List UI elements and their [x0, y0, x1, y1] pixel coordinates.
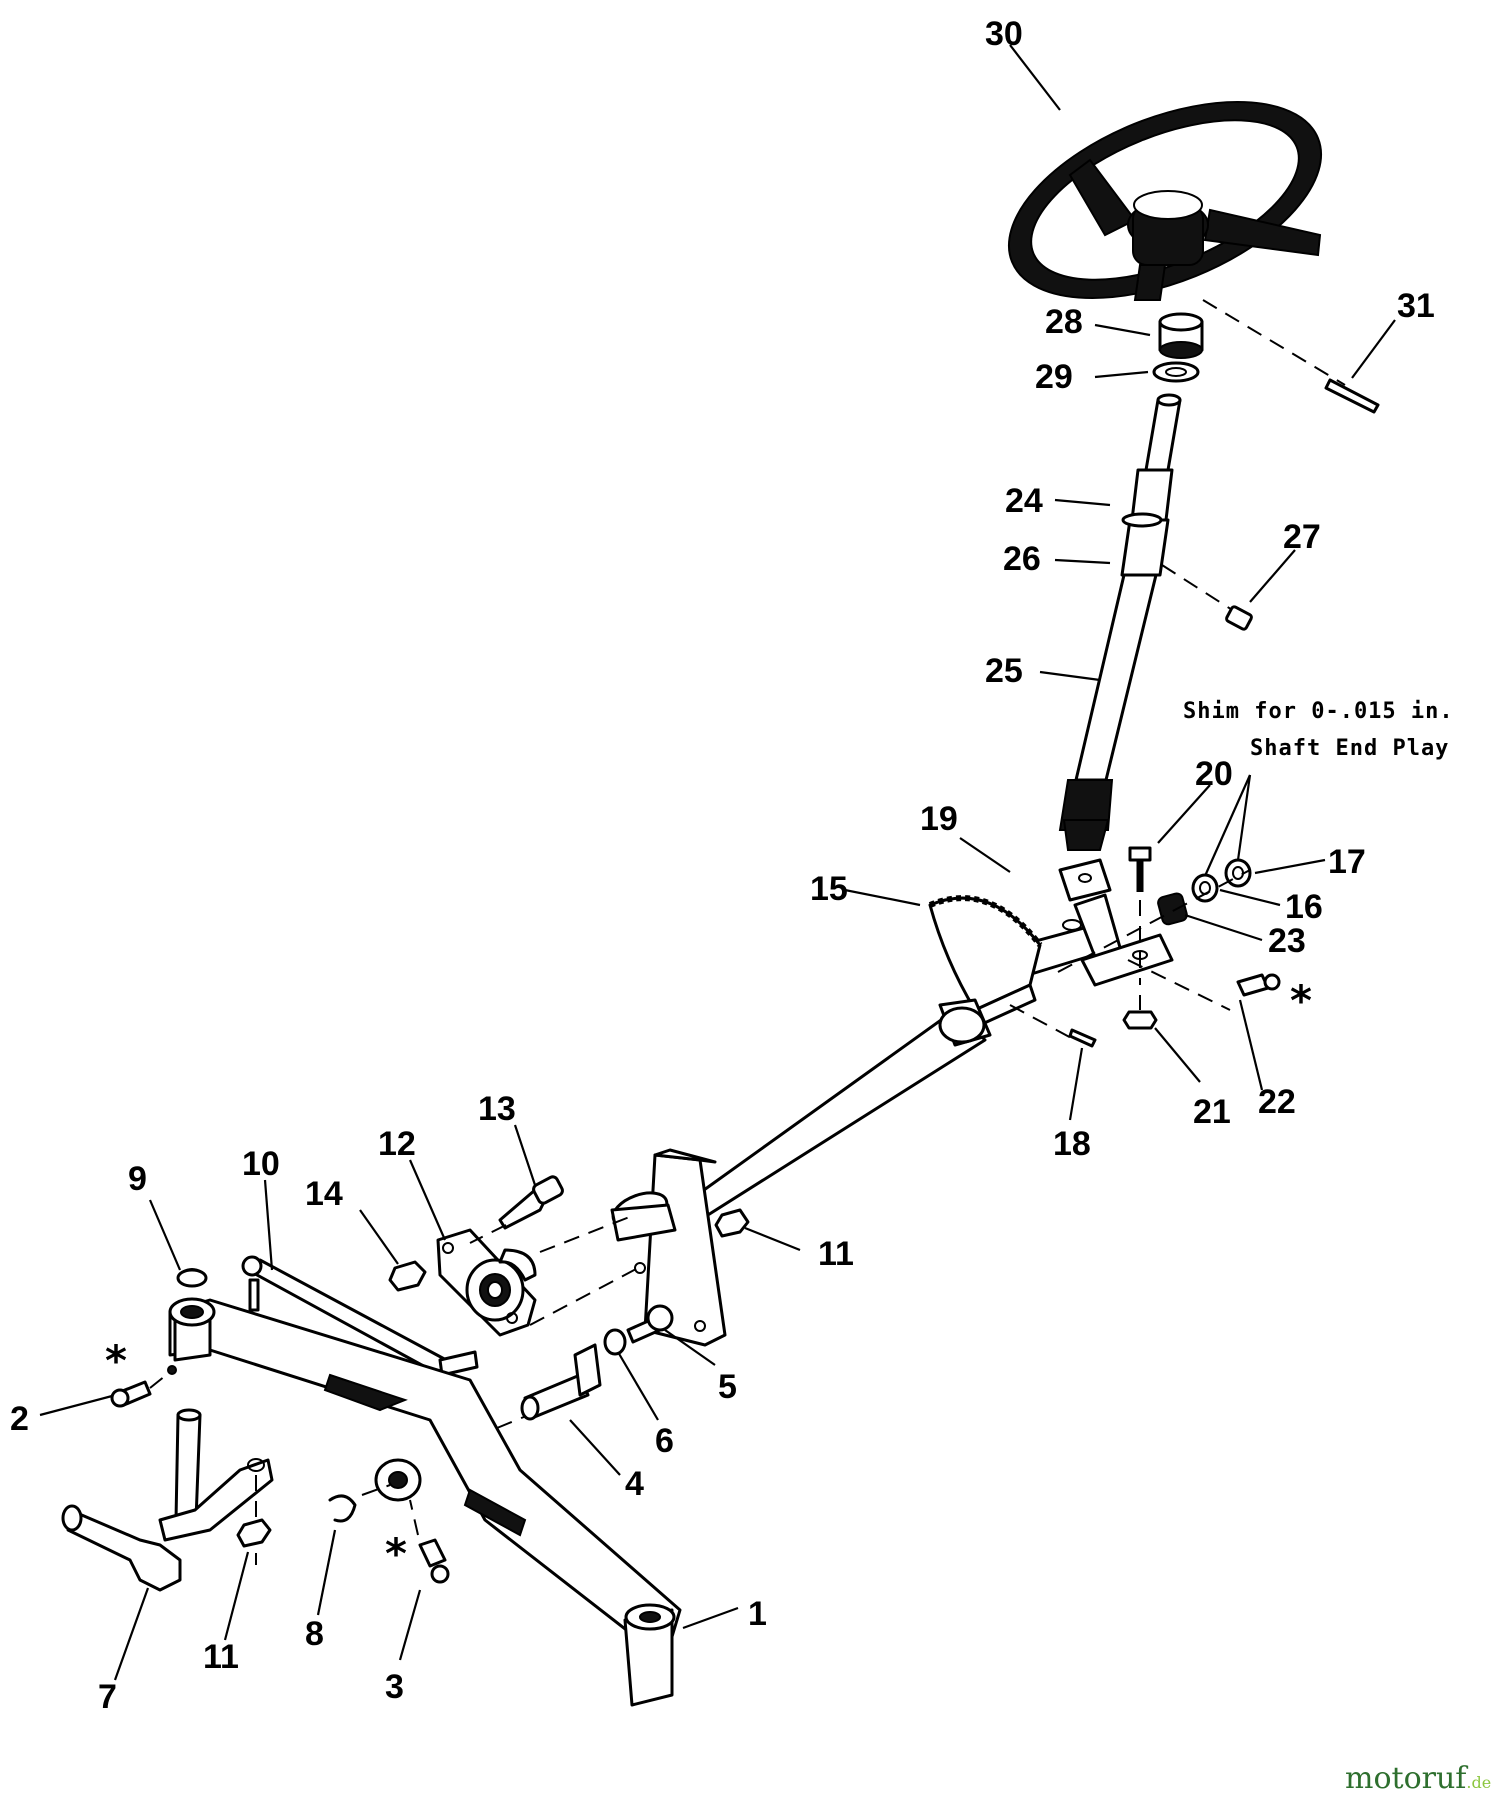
nut-21: [1122, 995, 1158, 1030]
label-7: 7: [98, 1678, 117, 1716]
label-31: 31: [1397, 287, 1435, 325]
grease-fitting-2: [110, 1371, 171, 1408]
svg-text:motoruf.de: motoruf.de: [1345, 1761, 1491, 1796]
label-17: 17: [1328, 843, 1366, 881]
label-19: 19: [920, 800, 958, 838]
part-number-labels: 30 28 29 31 24 26 27 25 Shim for 0-.015 …: [10, 15, 1454, 1716]
pitman-arm-plate: [610, 1148, 727, 1347]
label-2: 2: [10, 1400, 29, 1438]
label-11-upper: 11: [818, 1235, 854, 1273]
label-15: 15: [810, 870, 848, 908]
label-21: 21: [1193, 1093, 1231, 1131]
label-8: 8: [305, 1615, 324, 1653]
leader-lines: [39, 44, 1396, 1681]
label-29: 29: [1035, 358, 1073, 396]
cotter-pin-18: [1009, 1004, 1097, 1048]
spindle-7: [61, 1408, 274, 1592]
label-12: 12: [378, 1125, 416, 1163]
washer-6: [603, 1328, 627, 1356]
label-22: 22: [1258, 1083, 1296, 1121]
washer-29: [1152, 361, 1200, 383]
label-30: 30: [985, 15, 1023, 53]
front-axle-1: [167, 1297, 682, 1707]
label-26: 26: [1003, 540, 1041, 578]
label-24: 24: [1005, 482, 1043, 520]
shim-note-line1: Shim for 0-.015 in.: [1183, 699, 1454, 724]
drag-shaft: [688, 998, 992, 1222]
watermark-suffix: .de: [1466, 1773, 1491, 1792]
label-18: 18: [1053, 1125, 1091, 1163]
label-23: 23: [1268, 922, 1306, 960]
label-9: 9: [128, 1160, 147, 1198]
clip-9: [176, 1268, 208, 1288]
grease-fitting-3: [409, 1499, 450, 1584]
watermark-logo: motoruf.de: [1345, 1761, 1491, 1796]
steering-wheel: [1007, 101, 1323, 301]
label-13: 13: [478, 1090, 516, 1128]
label-20: 20: [1195, 755, 1233, 793]
label-14: 14: [305, 1175, 343, 1213]
drag-link-10: [241, 1255, 479, 1377]
label-10: 10: [242, 1145, 280, 1183]
watermark-brand-part1: motor: [1345, 1761, 1437, 1796]
shim-note-line2: Shaft End Play: [1250, 736, 1449, 761]
nut-11-lower: [236, 1518, 272, 1548]
label-11-lower: 11: [203, 1638, 239, 1676]
shim-16: [1191, 873, 1219, 903]
clip-8: [328, 1484, 391, 1523]
label-28: 28: [1045, 303, 1083, 341]
pin-4: [520, 1343, 602, 1421]
label-16: 16: [1285, 888, 1323, 926]
bushing-23: [1157, 892, 1188, 926]
watermark-brand-part2: uf: [1436, 1761, 1468, 1796]
roll-pin-31: [1202, 299, 1380, 414]
label-6: 6: [655, 1422, 674, 1460]
label-4: 4: [625, 1465, 644, 1503]
grease-marker-22: *: [1290, 976, 1312, 1025]
bolt-13: [469, 1175, 564, 1244]
nut-11-upper: [714, 1208, 750, 1238]
label-27: 27: [1283, 518, 1321, 556]
grease-marker-3: *: [385, 1529, 407, 1578]
flange-bearing-12: [436, 1228, 537, 1337]
steering-shaft: [1058, 393, 1182, 851]
label-5: 5: [718, 1368, 737, 1406]
label-1: 1: [748, 1595, 767, 1633]
bushing-28: [1158, 312, 1204, 359]
label-3: 3: [385, 1668, 404, 1706]
bolt-5: [626, 1304, 674, 1344]
set-screw-27: [1161, 564, 1253, 631]
label-25: 25: [985, 652, 1023, 690]
bolt-20: [1128, 846, 1152, 985]
nut-14: [388, 1260, 427, 1292]
grease-fitting-22: [1236, 973, 1281, 997]
grease-marker-2: *: [105, 1336, 127, 1385]
